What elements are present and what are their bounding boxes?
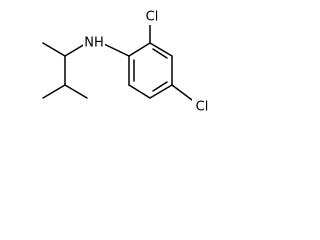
bond-isopropyl-to-methyl-left <box>42 84 66 99</box>
ring-double-bond-c2-c3 <box>152 48 168 59</box>
cl-ortho-label-background <box>143 9 161 25</box>
ring-bond-c2-c3 <box>149 42 173 57</box>
ring-double-bond-c4-c5 <box>152 81 168 92</box>
ring-bond-c4-c5 <box>149 84 173 99</box>
bond-ring-to-nh <box>103 43 130 57</box>
atom-label-nh: NH <box>84 36 104 51</box>
nh-label-background <box>83 34 105 52</box>
molecule-structure-diagram: NH Cl Cl <box>42 9 212 116</box>
bond-ring-to-cl-para <box>171 84 193 101</box>
atom-label-cl-ortho: Cl <box>146 10 159 25</box>
bond-nh-to-ch <box>64 43 86 57</box>
bond-isopropyl-to-methyl-right <box>64 84 88 99</box>
ring-bond-c5-c6 <box>128 84 151 99</box>
ring-bond-c1-c2 <box>128 42 151 57</box>
cl-para-label-background <box>192 98 212 116</box>
atom-label-cl-para: Cl <box>196 100 209 115</box>
bond-ch-to-methyl <box>42 42 66 57</box>
